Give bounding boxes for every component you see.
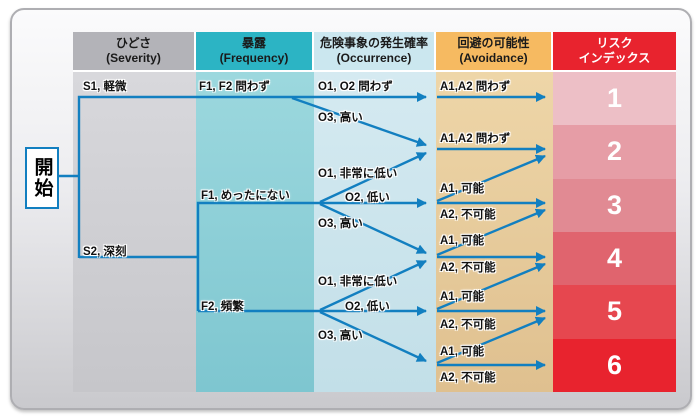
label-o3-high-s1: O3, 高い — [318, 112, 363, 124]
risk-row-1: 1 — [553, 72, 676, 126]
header-avoidance: 回避の可能性 (Avoidance) — [436, 32, 551, 70]
label-s2-serious: S2, 深刻 — [83, 246, 127, 258]
f1-o1-diagonal — [319, 151, 427, 204]
label-f1-seldom: F1, めったにない — [201, 190, 290, 202]
row5-a1-diagonal — [436, 262, 546, 311]
frequency-column — [196, 72, 314, 392]
severity-column — [73, 72, 196, 392]
header-severity-title: ひどさ — [115, 36, 152, 50]
label-o2-low-f2: O2, 低い — [345, 301, 390, 313]
label-a1-possible-row5: A1, 可能 — [440, 291, 485, 303]
header-frequency: 暴露 (Frequency) — [196, 32, 312, 70]
header-severity: ひどさ (Severity) — [73, 32, 194, 70]
header-occurrence-subtitle: (Occurrence) — [336, 51, 412, 65]
header-risk-subtitle: インデックス — [578, 51, 651, 65]
header-risk-title: リスク — [596, 36, 633, 50]
s1-branch-line — [77, 91, 428, 258]
risk-row-4: 4 — [553, 231, 676, 286]
label-o3-high-f1: O3, 高い — [318, 218, 363, 230]
start-node: 開始 — [25, 147, 59, 209]
label-a1a2-any-row2: A1,A2 問わず — [440, 133, 511, 145]
header-avoidance-title: 回避の可能性 — [457, 36, 530, 50]
s1-o3-diagonal — [291, 96, 427, 147]
label-s1-slight: S1, 軽微 — [83, 81, 127, 93]
header-occurrence-title: 危険事象の発生確率 — [319, 36, 428, 50]
risk-row-2: 2 — [553, 125, 676, 179]
label-o3-high-f2: O3, 高い — [318, 330, 363, 342]
label-a1-possible-row3: A1, 可能 — [440, 183, 485, 195]
header-risk-index: リスク インデックス — [553, 32, 676, 70]
f2-o3-diagonal — [319, 310, 427, 363]
risk-row-6: 6 — [553, 338, 676, 392]
label-o1-verylow-f1: O1, 非常に低い — [318, 168, 398, 180]
row4-a1-diagonal — [436, 208, 546, 257]
risk-value-1: 1 — [606, 83, 623, 114]
label-a2-impossible-row6: A2, 不可能 — [440, 372, 496, 384]
row6-a1-diagonal — [436, 316, 546, 365]
label-o1-verylow-f2: O1, 非常に低い — [318, 276, 398, 288]
label-a1-possible-row4: A1, 可能 — [440, 235, 485, 247]
risk-index-column: 1 2 3 4 5 6 — [553, 72, 676, 392]
risk-value-3: 3 — [606, 189, 623, 220]
f1-o3-diagonal — [319, 202, 427, 255]
risk-value-5: 5 — [606, 296, 623, 327]
label-f2-frequent: F2, 頻繁 — [201, 301, 244, 313]
header-frequency-subtitle: (Frequency) — [219, 51, 289, 65]
risk-row-5: 5 — [553, 285, 676, 339]
label-a1-possible-row6: A1, 可能 — [440, 346, 485, 358]
risk-row-3: 3 — [553, 178, 676, 232]
risk-value-6: 6 — [606, 349, 623, 380]
f1-branch-line — [196, 197, 428, 311]
label-f1f2-any: F1, F2 問わず — [199, 81, 270, 93]
label-a2-impossible-row3: A2, 不可能 — [440, 209, 496, 221]
row3-a1-diagonal — [436, 154, 546, 203]
risk-value-4: 4 — [606, 243, 623, 274]
label-a2-impossible-row4: A2, 不可能 — [440, 262, 496, 274]
label-o2-low-f1: O2, 低い — [345, 192, 390, 204]
f2-o1-diagonal — [319, 259, 427, 312]
header-frequency-title: 暴露 — [241, 36, 266, 50]
header-occurrence: 危険事象の発生確率 (Occurrence) — [314, 32, 434, 70]
header-severity-subtitle: (Severity) — [106, 51, 161, 65]
label-a2-impossible-row5: A2, 不可能 — [440, 319, 496, 331]
label-o1o2-any: O1, O2 問わず — [318, 81, 393, 93]
risk-value-2: 2 — [606, 136, 623, 167]
label-a1a2-any-row1: A1,A2 問わず — [440, 81, 511, 93]
header-avoidance-subtitle: (Avoidance) — [459, 51, 528, 65]
